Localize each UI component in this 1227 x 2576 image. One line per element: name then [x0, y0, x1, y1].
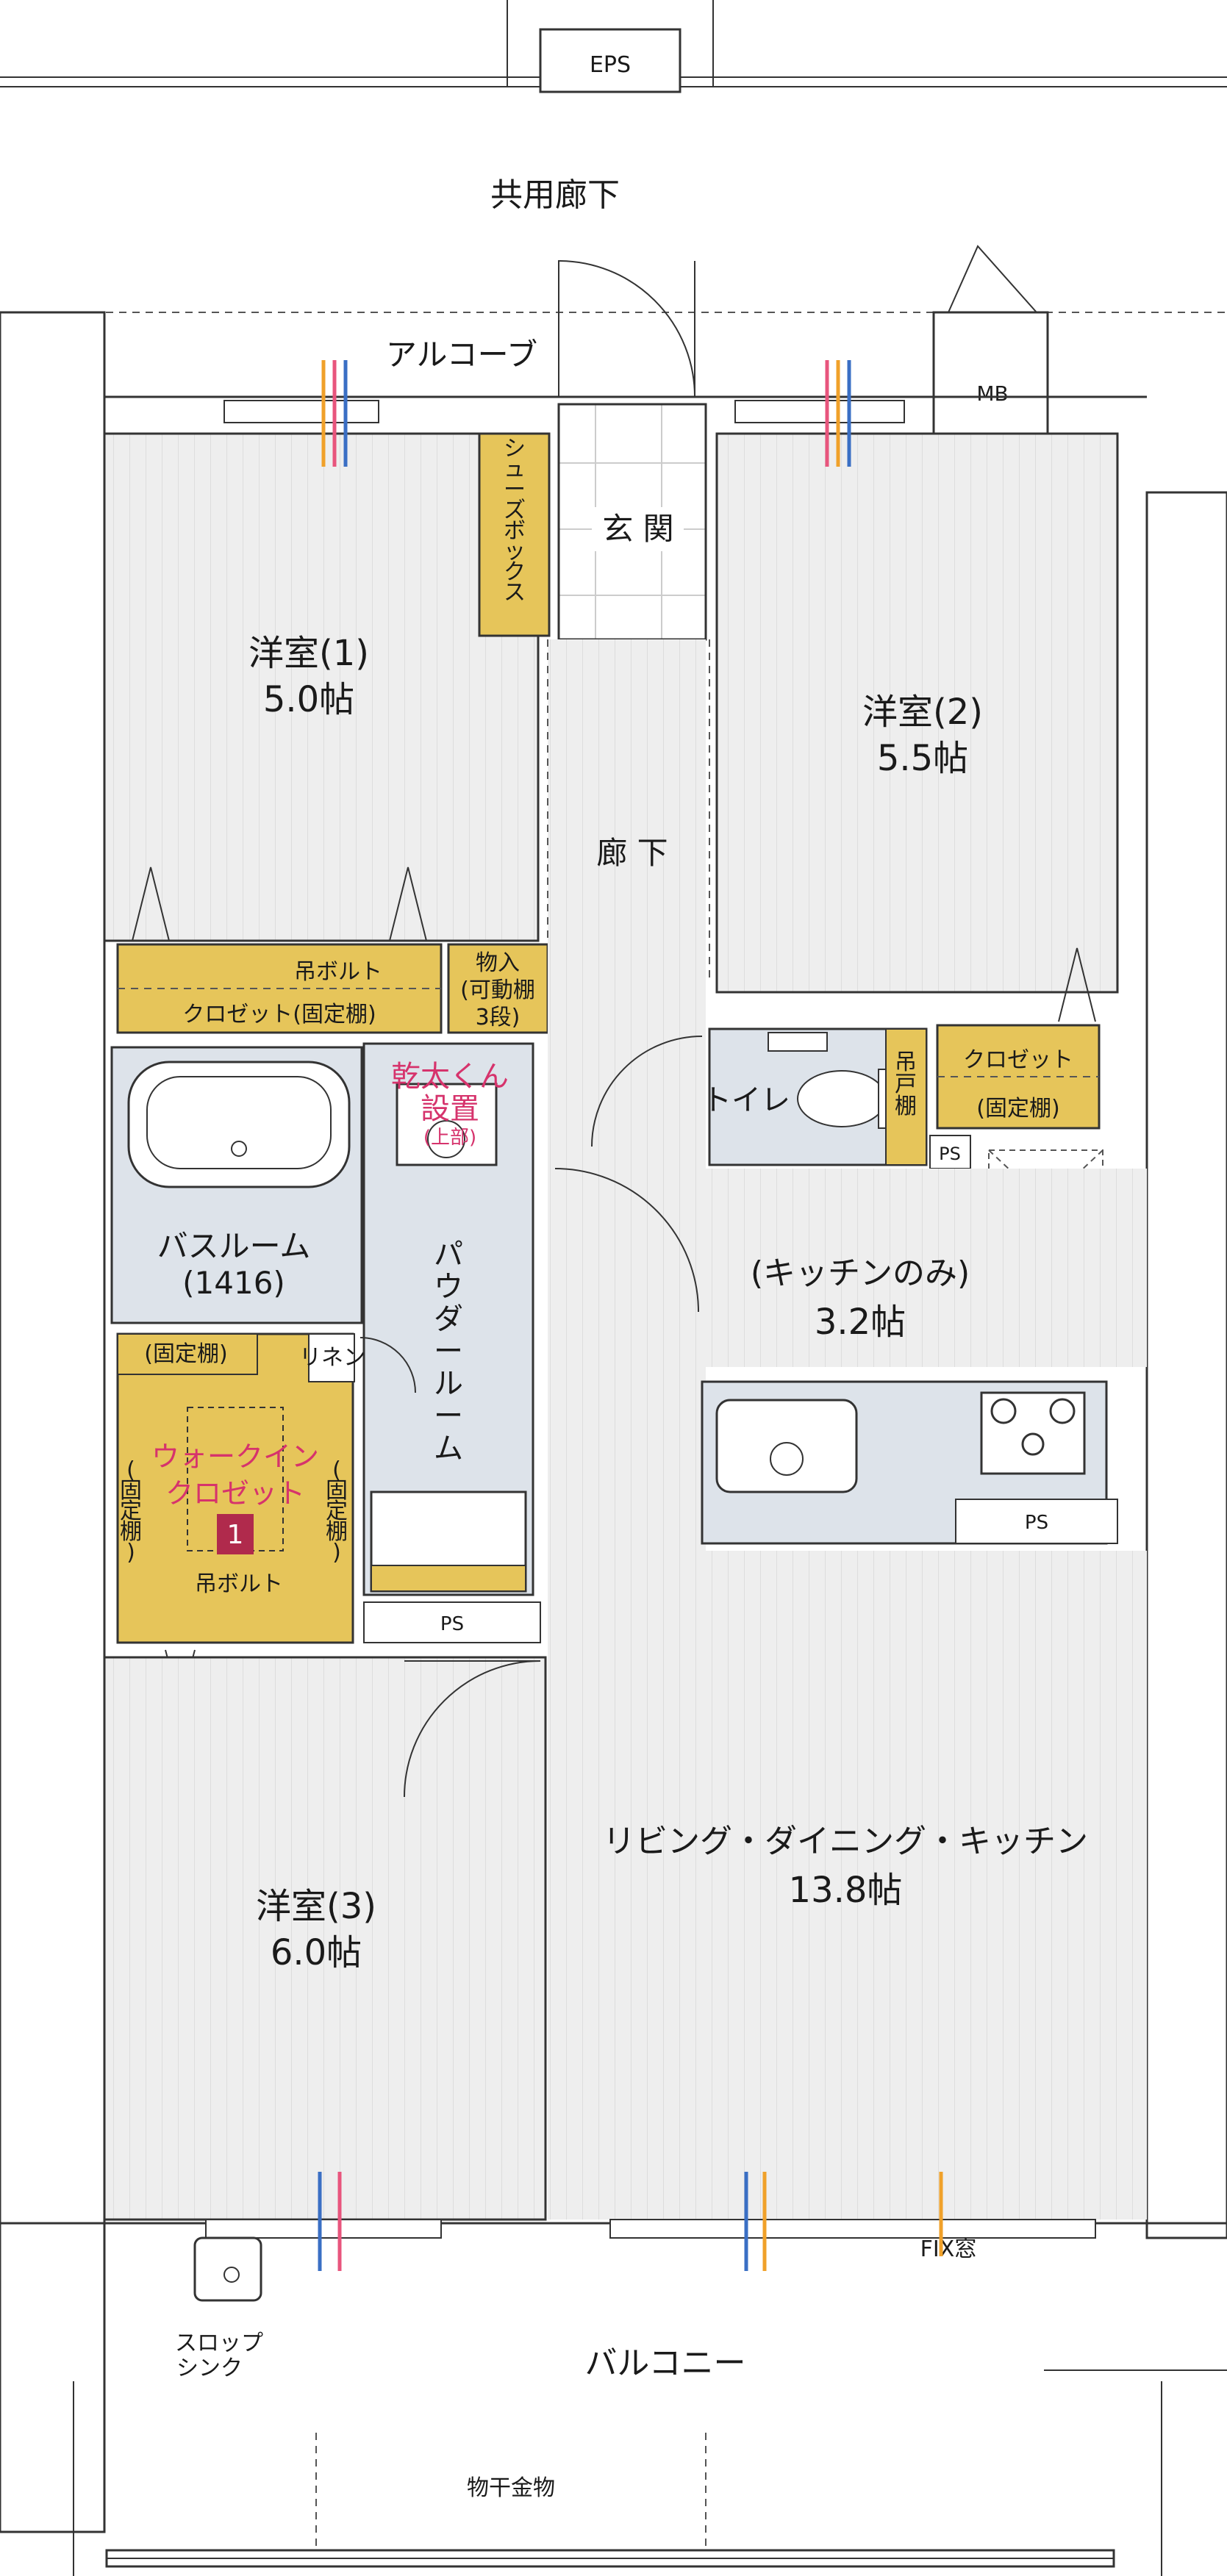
shoe-box-label: シューズボックス: [504, 436, 526, 606]
room3-name: 洋室(3): [256, 1886, 376, 1927]
ps-label-2: PS: [440, 1613, 464, 1635]
slop-sink-icon: [193, 2236, 262, 2302]
storage-detail: (可動棚: [460, 977, 535, 1003]
ps-label-3: PS: [1025, 1512, 1048, 1534]
alcove-label: アルコーブ: [386, 337, 537, 373]
room1-closet-bolt: 吊ボルト: [294, 959, 382, 985]
eps-box: [539, 28, 682, 93]
bathroom-label: バスルーム: [157, 1228, 311, 1264]
walk-in-closet: (固定棚) リネン ウォークイン クロゼット 1 吊ボルト (固定棚) (固定棚…: [116, 1332, 416, 1708]
balcony-area: FIX窓 スロップ シンク バルコニー 物干金物: [0, 2219, 1227, 2576]
ldk-area: リビング・ダイニング・キッチン 13.8帖: [551, 1168, 1147, 2220]
balcony-label: バルコニー: [584, 2344, 745, 2382]
room1-size: 5.0帖: [263, 679, 354, 720]
bathroom: バスルーム (1416): [110, 1046, 363, 1324]
room-2: 洋室(2) 5.5帖: [715, 400, 1119, 1022]
wic-shelf-left: (固定棚): [120, 1457, 142, 1565]
entrance-area: シューズボックス 玄 関: [478, 403, 707, 641]
eps-label: EPS: [590, 52, 631, 78]
room-3: 洋室(3) 6.0帖: [103, 1656, 547, 2221]
hallway-label: 廊 下: [596, 835, 668, 871]
kitchen-size: 3.2帖: [815, 1302, 906, 1343]
dryer-icon: [396, 1083, 498, 1166]
ps-label-1: PS: [939, 1144, 961, 1164]
wic-shelf-right: (固定棚): [326, 1457, 348, 1565]
powder-room-label: パウダールーム: [434, 1238, 463, 1465]
wic-label-2: クロゼット: [165, 1477, 305, 1510]
mb-label: MB: [976, 381, 1008, 406]
wic-fixed-shelf-top: (固定棚): [144, 1341, 227, 1367]
kantakun-label: 乾太くん: [391, 1060, 509, 1094]
pipe-markers: [318, 360, 943, 2271]
outer-walls: [0, 311, 1227, 2533]
room-1: 洋室(1) 5.0帖: [103, 400, 540, 942]
entrance-label: 玄 関: [602, 511, 673, 547]
wic-label-1: ウォークイン: [151, 1441, 319, 1473]
wic-badge: [217, 1514, 254, 1554]
storage-title: 物入: [476, 950, 520, 976]
entrance-text-bg: [592, 507, 684, 551]
ldk-size: 13.8帖: [789, 1870, 903, 1911]
slop-sink-label-2: シンク: [176, 2356, 243, 2381]
toilet-label: トイレ: [702, 1083, 790, 1117]
alcove-area: アルコーブ: [0, 259, 1227, 398]
kantakun-install: 設置: [421, 1092, 479, 1126]
room3-size: 6.0帖: [271, 1932, 362, 1973]
toilet-bowl-icon: [797, 1070, 887, 1127]
bathtub-icon: [127, 1061, 351, 1188]
room1-closet: 吊ボルト クロゼット(固定棚): [116, 943, 443, 1034]
room2-size: 5.5帖: [877, 738, 968, 779]
toilet-room: トイレ 吊戸棚: [591, 1027, 928, 1166]
common-corridor-area: EPS 共用廊下: [0, 0, 1227, 214]
common-corridor-label: 共用廊下: [490, 176, 620, 214]
sink-icon: [715, 1399, 858, 1493]
wic-badge-number: 1: [227, 1520, 244, 1550]
room2-closet: クロゼット (固定棚) PS: [929, 1024, 1103, 1257]
linen-label: リネン: [299, 1345, 365, 1371]
closet2-title: クロゼット: [963, 1047, 1073, 1073]
closet2-detail: (固定棚): [976, 1096, 1059, 1122]
hanging-shelf-label: 吊戸棚: [895, 1050, 917, 1119]
slop-sink-label-1: スロップ: [175, 2331, 263, 2356]
wic-bolt: 吊ボルト: [195, 1571, 283, 1597]
fix-window-label: FIX窓: [920, 2236, 977, 2262]
kantakun-top: (上部): [423, 1127, 476, 1149]
kitchen-only-label: (キッチンのみ): [751, 1255, 970, 1292]
bathroom-size: (1416): [182, 1265, 285, 1301]
powder-room: 乾太くん 設置 (上部) パウダールーム PS: [362, 1042, 541, 1643]
room1-closet-label: クロゼット(固定棚): [182, 1002, 376, 1027]
room1-name: 洋室(1): [248, 633, 369, 674]
room2-name: 洋室(2): [862, 692, 983, 733]
kitchen-area: (キッチンのみ) 3.2帖 PS: [562, 1169, 1147, 1545]
clothes-pole-label: 物干金物: [467, 2475, 555, 2501]
ldk-label: リビング・ダイニング・キッチン: [603, 1823, 1088, 1860]
storage-stages: 3段): [476, 1005, 521, 1030]
